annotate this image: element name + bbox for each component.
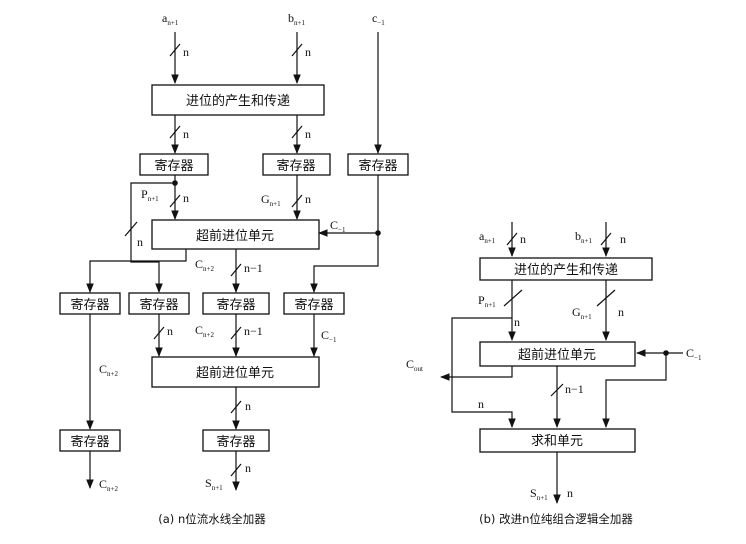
register-5-label: 寄存器 (139, 297, 178, 313)
bus-slash (596, 289, 616, 307)
pipeline-adder-diagram: an+1 bn+1 c−1 n n 进位的产生和传递 n n 寄存器 寄存器 寄… (59, 11, 409, 526)
bus-slash (230, 326, 242, 340)
register-1 (139, 153, 209, 176)
register-2-label: 寄存器 (276, 158, 315, 174)
bus-width-label: n (520, 232, 526, 246)
bus-width-label: n (305, 127, 311, 141)
bus-width-label: n (514, 315, 520, 329)
bus-slash (600, 232, 612, 246)
g-signal-label: Gn+1 (572, 305, 592, 321)
lookahead-unit (479, 341, 636, 367)
combinational-adder-diagram: an+1 n bn+1 n 进位的产生和传递 Pn+1 n n Gn+1 n 超… (406, 222, 702, 526)
bus-slash (230, 463, 242, 477)
register-4-label: 寄存器 (70, 297, 109, 313)
input-b-label: bn+1 (288, 11, 305, 27)
lookahead-unit-2 (151, 356, 320, 388)
input-a-label: an+1 (479, 229, 496, 245)
bus-slash (291, 194, 303, 208)
input-a-label: an+1 (162, 11, 179, 27)
cn2-label: Cn+2 (195, 257, 214, 273)
cout-label: Cout (406, 357, 423, 373)
input-c-label: c−1 (372, 11, 385, 27)
lookahead-unit-2-label: 超前进位单元 (196, 365, 274, 381)
bus-width-label: n (620, 232, 626, 246)
bus-width-label: n (567, 486, 573, 500)
bus-slash (169, 43, 181, 57)
bus-width-label: n (618, 305, 624, 319)
p-signal-label: Pn+1 (478, 293, 496, 309)
bus-width-label: n (305, 192, 311, 206)
bus-width-label: n (183, 45, 189, 59)
register-3-label: 寄存器 (358, 158, 397, 174)
lookahead-unit-1-label: 超前进位单元 (196, 228, 274, 244)
bus-slash (503, 289, 523, 307)
caption-b: (b) 改进n位纯组合逻辑全加器 (479, 512, 633, 526)
sum-out-label: Sn+1 (205, 476, 223, 492)
bus-width-label: n (305, 45, 311, 59)
wire-p-branch (451, 317, 516, 428)
bus-width-label: n (245, 461, 251, 475)
c-minus1-label: C−1 (321, 328, 337, 344)
register-1-label: 寄存器 (154, 158, 193, 174)
bus-slash (506, 232, 518, 246)
carry-generate-label: 进位的产生和传递 (514, 262, 618, 278)
wire-c-to-reg7 (310, 233, 379, 293)
bus-width-label: n−1 (565, 382, 584, 396)
bus-width-label: n−1 (244, 261, 263, 275)
carry-generate-box (151, 84, 325, 116)
register-7-label: 寄存器 (294, 297, 333, 313)
bus-width-label: n (478, 397, 484, 411)
sum-unit-label: 求和单元 (531, 434, 583, 449)
register-9-label: 寄存器 (216, 434, 255, 450)
wire-p-branch (130, 182, 175, 293)
cn2-label: Cn+2 (99, 362, 118, 378)
c-minus1-label: C−1 (330, 218, 346, 234)
carry-generate-box (479, 257, 653, 281)
wire-cout (440, 366, 513, 381)
bus-width-label: n−1 (244, 324, 263, 338)
wire-cn2-to-reg4 (86, 249, 187, 293)
register-8-label: 寄存器 (70, 434, 109, 450)
bus-slash (169, 194, 181, 208)
bus-slash (291, 125, 303, 139)
c-minus1-label: C−1 (686, 346, 702, 362)
bus-slash (124, 221, 138, 237)
bus-width-label: n (183, 191, 189, 205)
cn2-label: Cn+2 (195, 323, 214, 339)
g-signal-label: Gn+1 (261, 192, 281, 208)
bus-width-label: n (245, 399, 251, 413)
register-6-label: 寄存器 (216, 297, 255, 313)
bus-slash (169, 125, 181, 139)
input-b-label: bn+1 (575, 229, 592, 245)
cn2-out-label: Cn+2 (99, 477, 118, 493)
bus-slash (550, 383, 564, 397)
sum-out-label: Sn+1 (530, 486, 548, 502)
p-signal-label: Pn+1 (141, 187, 159, 203)
bus-width-label: n (183, 127, 189, 141)
bus-width-label: n (167, 324, 173, 338)
wire-c-minus1-to-sum (602, 353, 667, 428)
bus-width-label: n (137, 235, 143, 249)
lookahead-unit-label: 超前进位单元 (518, 347, 596, 363)
caption-a: (a) n位流水线全加器 (158, 512, 266, 526)
bus-slash (230, 400, 242, 414)
bus-slash (153, 326, 165, 340)
bus-slash (230, 263, 242, 277)
bus-slash (291, 43, 303, 57)
carry-generate-label: 进位的产生和传递 (186, 93, 290, 109)
